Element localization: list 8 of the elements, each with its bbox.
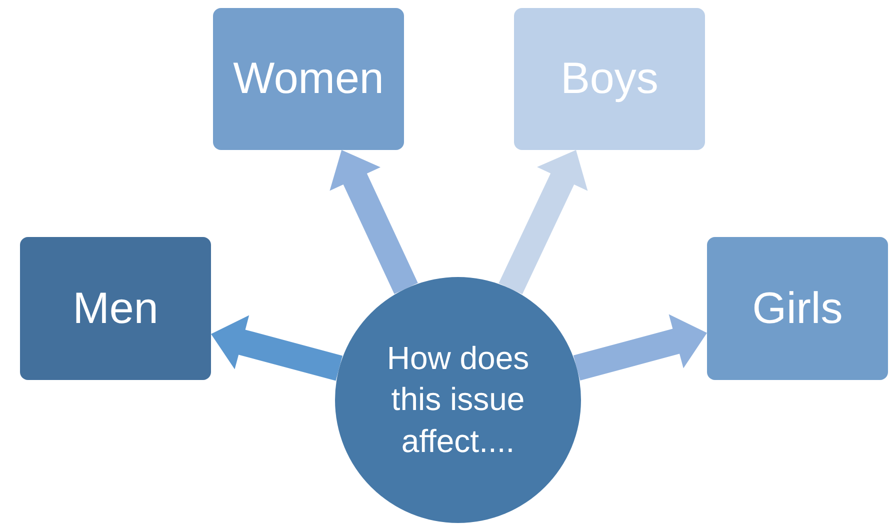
block-arrow <box>211 315 342 381</box>
group-box: Girls <box>707 237 888 380</box>
group-box: Men <box>20 237 211 380</box>
group-box: Women <box>213 8 404 150</box>
group-box: Boys <box>514 8 705 150</box>
block-arrow <box>330 150 418 294</box>
block-arrow <box>498 150 588 294</box>
block-arrow <box>573 314 707 380</box>
